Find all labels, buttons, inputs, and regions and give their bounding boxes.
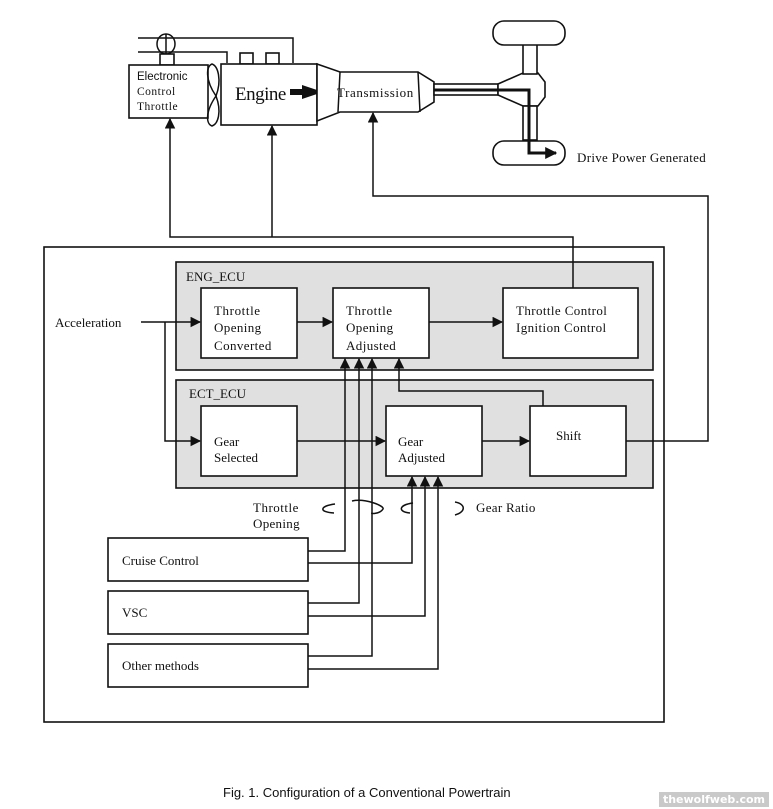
engine-output-arrow-icon — [290, 89, 302, 95]
cruise-gear-signal — [308, 475, 418, 564]
engine-port-icon — [239, 52, 254, 65]
throttle-opening-signal-label-2: Opening — [253, 516, 300, 531]
ect-ecu-title: ECT_ECU — [189, 386, 247, 401]
block-throttle-opening-converted — [200, 287, 298, 359]
engine-label: Engine — [235, 84, 286, 105]
block-label: Converted — [214, 338, 272, 353]
intake-line-upper — [138, 37, 294, 63]
eng-ecu: ENG_ECU Throttle Opening Converted Throt… — [175, 261, 654, 371]
watermark: thewolfweb.com — [658, 792, 769, 807]
wheel-upper-icon — [492, 20, 566, 46]
block-label: Gear — [214, 434, 240, 449]
block-label: Adjusted — [398, 450, 445, 465]
block-label: Opening — [346, 320, 394, 335]
control-to-throttle-arrow — [164, 117, 574, 288]
other-methods-label: Other methods — [122, 658, 199, 673]
controller-frame — [43, 246, 665, 723]
axle-upper — [522, 43, 538, 75]
power-flow-arrow — [434, 88, 558, 159]
other-throttle-signal — [308, 357, 378, 657]
ect-label-line3: Throttle — [137, 101, 178, 113]
electronic-control-throttle-box — [128, 64, 209, 119]
figure-caption: Fig. 1. Configuration of a Conventional … — [223, 785, 511, 800]
transmission-label: Transmission — [337, 85, 414, 100]
vsc-throttle-signal — [308, 357, 365, 604]
block-label: Adjusted — [346, 338, 396, 353]
ect-label-line2: Control — [137, 86, 176, 98]
other-gear-signal — [308, 475, 444, 670]
throttle-opening-signal-label-1: Throttle — [253, 500, 299, 515]
acceleration-label: Acceleration — [55, 315, 122, 330]
block-other-methods — [107, 643, 309, 688]
block-label: Throttle Control — [516, 303, 607, 318]
accel-to-gear-selected-arrow — [164, 322, 202, 447]
ect-label-line1: Electronic — [137, 71, 188, 83]
eng-ecu-title: ENG_ECU — [186, 269, 246, 284]
block-gear-adjusted — [385, 405, 483, 477]
requesters: Cruise Control VSC Other methods — [107, 537, 309, 688]
block-label: Shift — [556, 428, 582, 443]
block-label: Selected — [214, 450, 259, 465]
intake-line-lower — [138, 51, 228, 63]
block-gear-selected — [200, 405, 298, 477]
block-label: Ignition Control — [516, 320, 607, 335]
ect-ecu: ECT_ECU Gear Selected Gear Adjusted Shif… — [175, 379, 654, 489]
block-throttle-ignition-control — [502, 287, 639, 359]
block-label: Throttle — [214, 303, 261, 318]
cooling-fan-icon — [206, 63, 220, 127]
cruise-throttle-signal — [308, 357, 351, 552]
vehicle-hardware: Electronic Control Throttle Engine Trans… — [128, 20, 706, 166]
block-label: Opening — [214, 320, 262, 335]
gear-ratio-signal-label: Gear Ratio — [476, 500, 536, 515]
block-vsc — [107, 590, 309, 635]
block-label: Gear — [398, 434, 424, 449]
transmission-housing — [316, 62, 435, 123]
block-label: Throttle — [346, 303, 393, 318]
gear-ratio-bundle-brace — [400, 501, 464, 516]
throttle-body-icon — [159, 53, 175, 66]
throttle-opening-bundle-brace — [322, 499, 384, 515]
vsc-label: VSC — [122, 605, 147, 620]
shift-to-transmission-arrow — [367, 111, 709, 442]
drive-power-label: Drive Power Generated — [577, 150, 706, 165]
vsc-gear-signal — [308, 475, 431, 617]
engine-port-icon — [265, 52, 280, 65]
block-cruise-control — [107, 537, 309, 582]
cruise-control-label: Cruise Control — [122, 553, 199, 568]
shift-to-throttle-adjusted-arrow — [393, 357, 544, 406]
